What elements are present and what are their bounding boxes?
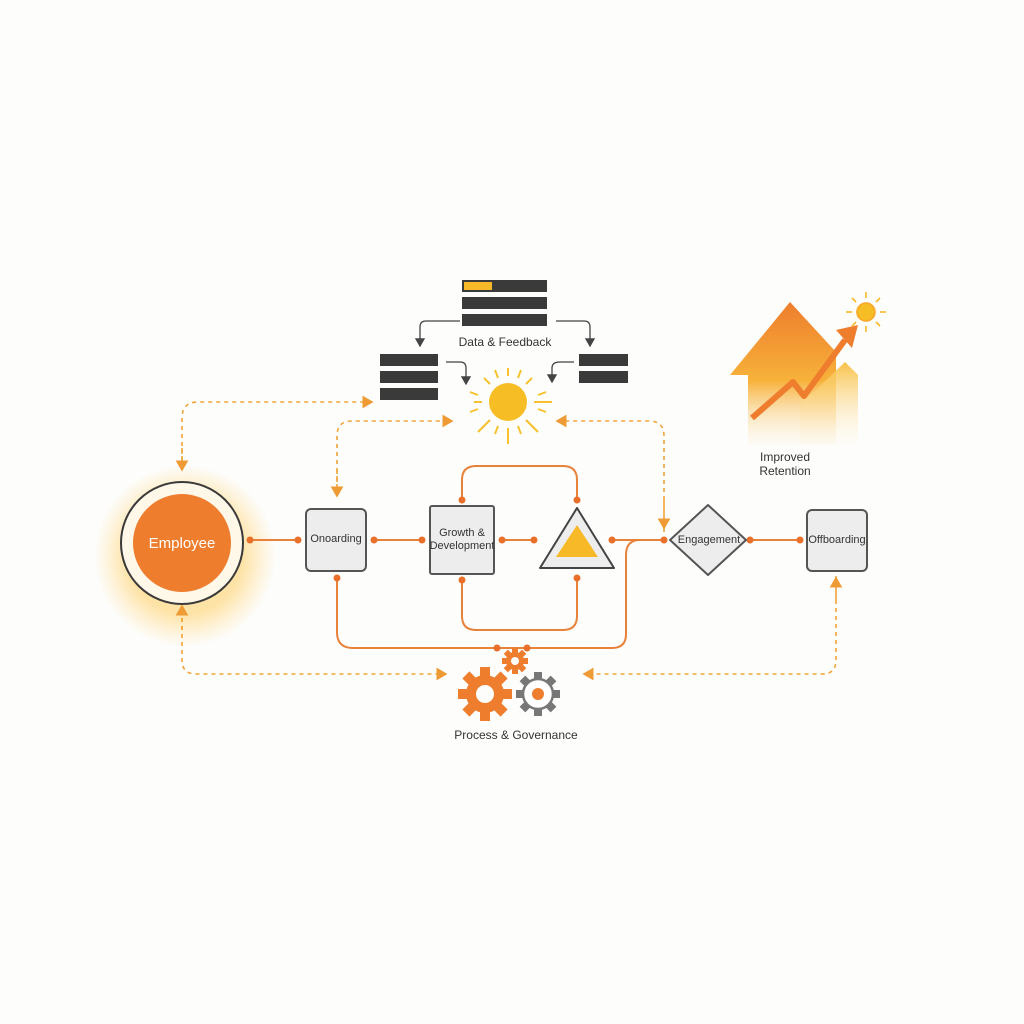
process-governance-label: Process & Governance (454, 728, 578, 742)
onboarding-node[interactable]: Onoarding (305, 508, 367, 572)
data-connectors (414, 320, 596, 386)
offboarding-label: Offboarding (808, 533, 866, 546)
connector-dots (246, 496, 804, 652)
main-flow-lines (250, 465, 800, 649)
small-sun-icon (846, 292, 886, 332)
growth-development-node[interactable]: Growth & Development (429, 505, 495, 575)
data-bars-right-icon (579, 354, 628, 383)
data-bars-left-icon (380, 354, 438, 400)
data-feedback-label: Data & Feedback (458, 335, 552, 349)
offboarding-node[interactable]: Offboarding (806, 509, 868, 572)
feedback-dashed-lines (175, 395, 843, 681)
sun-icon (469, 368, 552, 444)
engagement-diamond[interactable] (669, 504, 747, 576)
growth-label-line1: Growth & (439, 526, 485, 539)
growth-development-label: Growth & Development (430, 527, 495, 553)
employee-label: Employee (148, 534, 216, 552)
employee-node[interactable]: Employee (133, 494, 231, 592)
onboarding-label: Onoarding (310, 533, 362, 546)
triangle-icon[interactable] (539, 507, 615, 569)
growth-label-line2: Development (429, 540, 495, 552)
data-bars-icon (462, 280, 547, 326)
improved-retention-label: Improved Retention (730, 450, 840, 479)
gears-icon (458, 648, 560, 721)
retention-line1: Improved (759, 450, 811, 464)
growth-arrow-icon (730, 302, 858, 445)
engagement-label: Engagement (677, 534, 741, 546)
retention-line2: Retention (759, 463, 811, 478)
